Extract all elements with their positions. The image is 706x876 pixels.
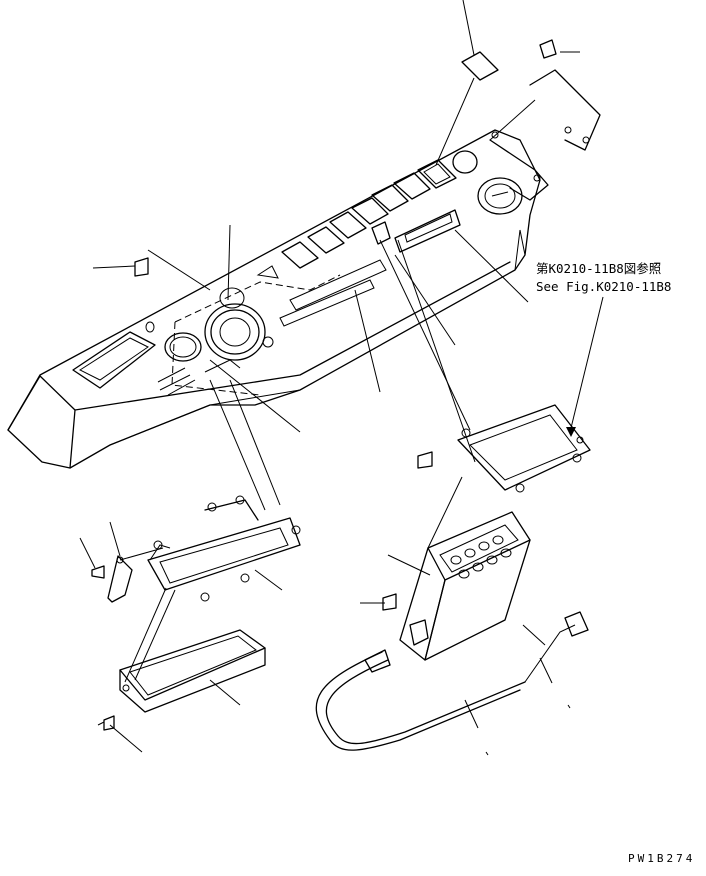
wire-harness xyxy=(315,611,589,751)
reference-note-jp: 第K0210-11B8図参照 xyxy=(536,261,661,276)
left-cover-box xyxy=(97,629,266,731)
left-mount-bracket xyxy=(147,495,301,602)
dashboard-panel xyxy=(7,129,549,469)
reference-note-en: See Fig.K0210-11B8 xyxy=(536,279,671,294)
small-parts xyxy=(134,39,601,277)
leader-lines xyxy=(79,0,604,756)
control-unit xyxy=(382,511,531,661)
left-small-bracket xyxy=(91,555,133,603)
right-mount-frame xyxy=(417,404,591,493)
drawing-number: PW1B274 xyxy=(628,852,695,865)
